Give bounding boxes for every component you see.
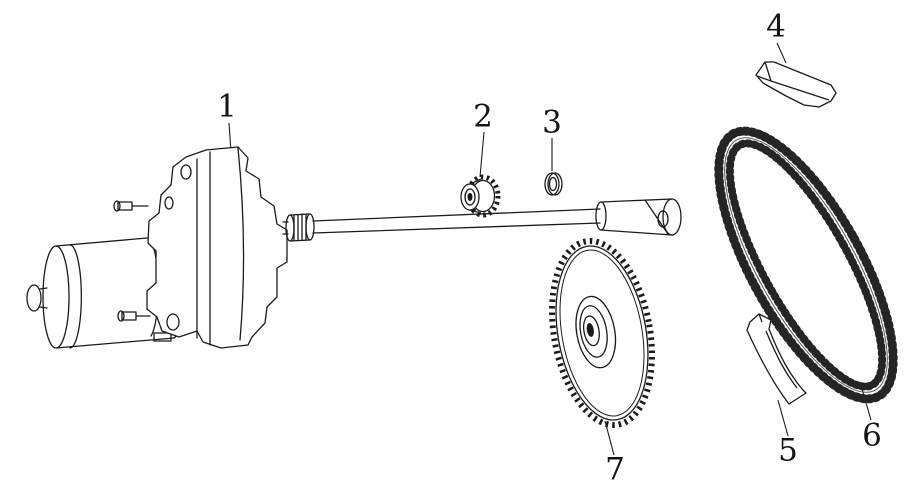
- callout-number-1: 1: [217, 88, 237, 125]
- part-starter-motor: [26, 146, 315, 349]
- part-upper-chain-guide: [755, 61, 837, 108]
- callout-number-4: 4: [766, 8, 786, 45]
- part-retaining-washer: [544, 172, 563, 196]
- part-small-sprocket: [460, 174, 501, 218]
- callout-number-3: 3: [542, 104, 562, 141]
- callout-number-5: 5: [778, 432, 798, 469]
- callout-number-7: 7: [605, 451, 625, 488]
- callout-number-6: 6: [862, 417, 882, 454]
- part-drive-shaft: [312, 198, 682, 236]
- callout-number-2: 2: [473, 98, 493, 135]
- part-lower-chain-guide: [746, 313, 807, 405]
- part-drive-chain: [714, 126, 898, 404]
- part-driven-sprocket: [549, 238, 655, 428]
